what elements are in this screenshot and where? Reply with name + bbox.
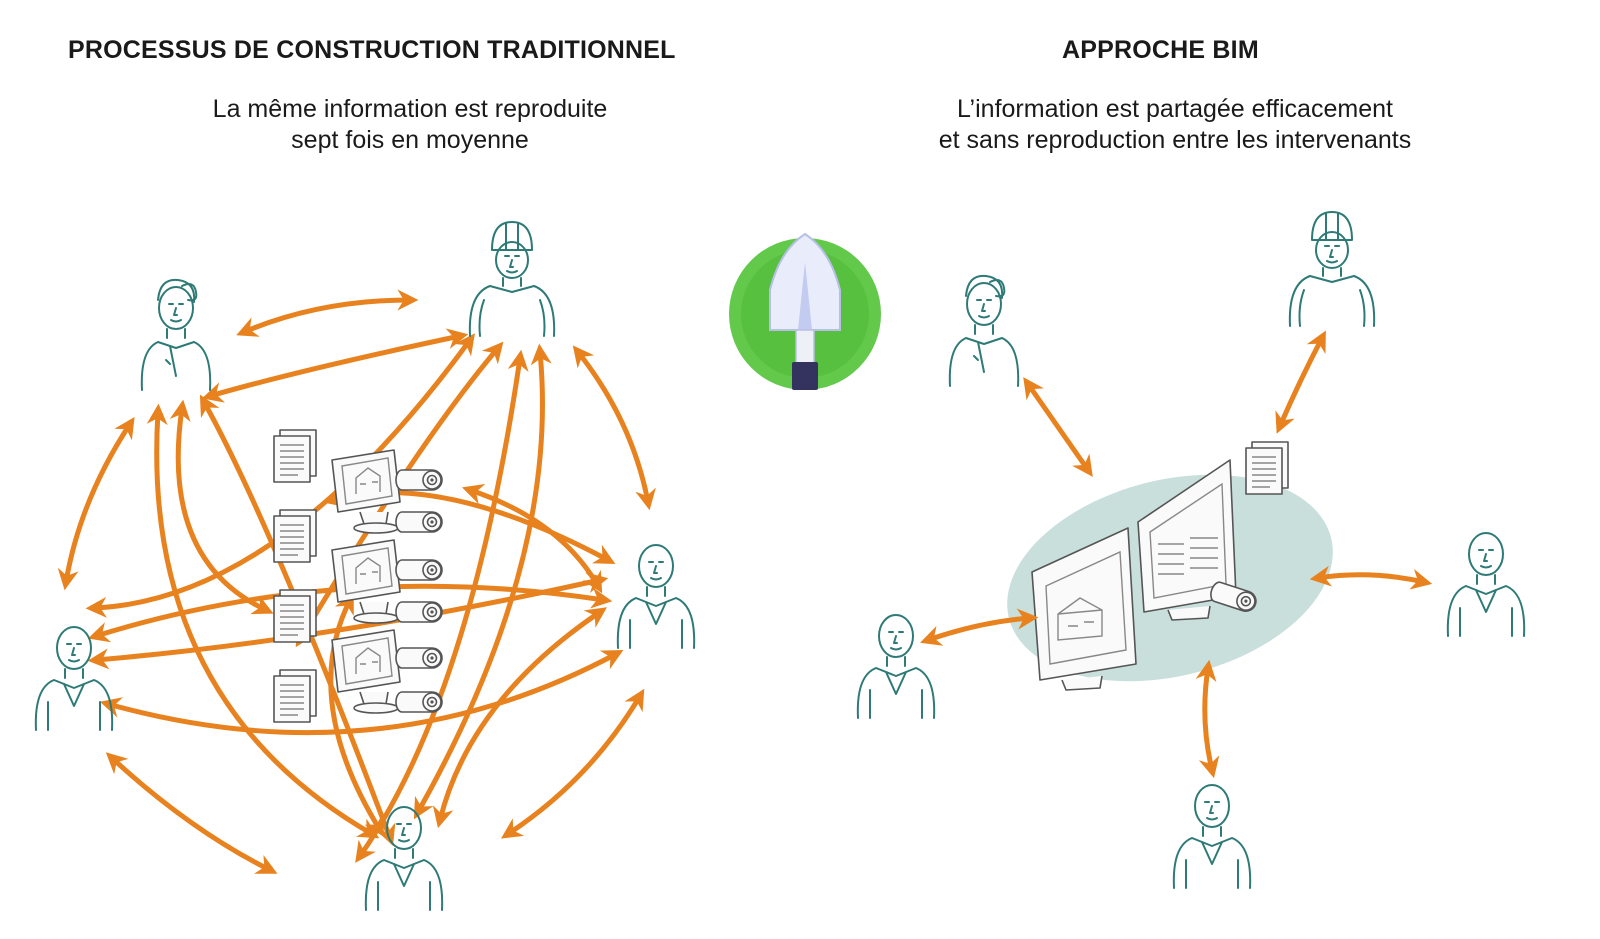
blueprint-roll-icon bbox=[395, 601, 443, 623]
right-subtitle-line-2: et sans reproduction entre les intervena… bbox=[938, 126, 1412, 154]
right-panel-title: APPROCHE BIM bbox=[1062, 36, 1259, 64]
traditional-network bbox=[34, 221, 696, 911]
left-panel-title: PROCESSUS DE CONSTRUCTION TRADITIONNEL bbox=[68, 36, 676, 64]
document-stack-icon bbox=[273, 589, 317, 643]
blueprint-roll-icon bbox=[395, 691, 443, 713]
document-stack-icon bbox=[273, 669, 317, 723]
person-icon bbox=[1288, 211, 1376, 327]
document-stack-icon bbox=[273, 509, 317, 563]
left-subtitle-line-1: La même information est reproduite bbox=[212, 95, 608, 123]
bim-central-model bbox=[1031, 441, 1289, 691]
blueprint-roll-icon bbox=[395, 511, 443, 533]
bim-network bbox=[856, 211, 1526, 889]
left-panel-subtitle: La même information est reproduite sept … bbox=[160, 94, 660, 156]
computer-monitor-icon bbox=[331, 449, 401, 534]
person-icon bbox=[948, 274, 1020, 387]
blueprint-roll-icon bbox=[395, 469, 443, 491]
computer-monitor-icon bbox=[331, 539, 401, 624]
person-icon bbox=[1172, 784, 1252, 889]
bim-arrows bbox=[920, 330, 1433, 779]
left-subtitle-line-2: sept fois en moyenne bbox=[291, 126, 529, 154]
document-stack-icon bbox=[273, 429, 317, 483]
blueprint-roll-icon bbox=[395, 647, 443, 669]
blueprint-roll-icon bbox=[395, 559, 443, 581]
person-icon bbox=[34, 626, 114, 731]
right-panel-subtitle: L’information est partagée efficacement … bbox=[880, 94, 1470, 156]
person-icon bbox=[1446, 532, 1526, 637]
document-stack-icon bbox=[1245, 441, 1289, 495]
traditional-documents-cluster bbox=[273, 429, 443, 723]
shovel-logo-icon bbox=[729, 232, 881, 390]
person-icon bbox=[140, 278, 212, 391]
person-icon bbox=[468, 221, 556, 337]
person-icon bbox=[616, 544, 696, 649]
right-subtitle-line-1: L’information est partagée efficacement bbox=[957, 95, 1393, 123]
person-icon bbox=[856, 614, 936, 719]
computer-monitor-icon bbox=[331, 629, 401, 714]
